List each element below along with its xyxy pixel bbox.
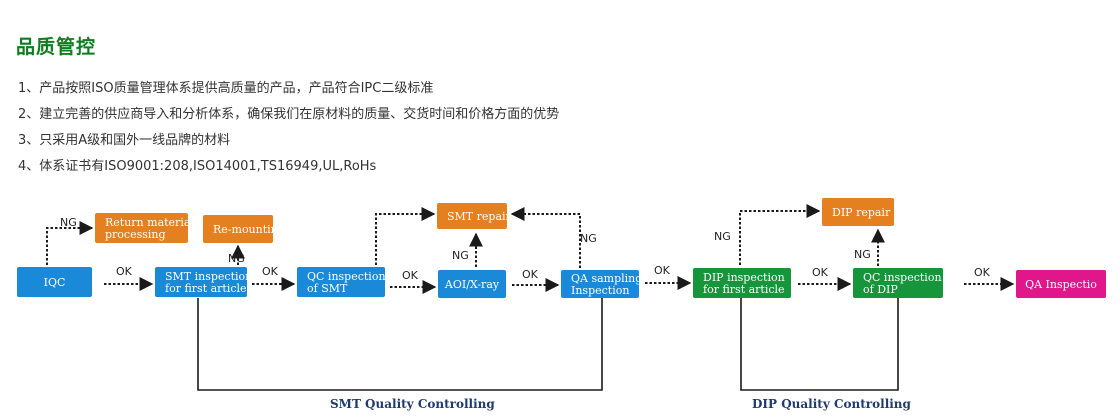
edge-label-smtfirst-qcsmt: OK <box>262 265 279 278</box>
edge-label-aoi-smtrepair: NG <box>452 249 469 262</box>
node-remounting: Re-mounting <box>203 215 285 243</box>
node-label: of SMT <box>307 282 348 295</box>
edge-label-smtfirst-remount: NG <box>228 252 245 265</box>
edge-label-qcdip-diprepair: NG <box>854 248 871 261</box>
list-item: 1、产品按照ISO质量管理体系提供高质量的产品，产品符合IPC二级标准 <box>18 81 434 96</box>
node-box <box>438 270 506 298</box>
section-label-smt: SMT Quality Controlling <box>330 397 495 411</box>
node-smt-repair: SMT repair <box>437 203 512 229</box>
node-aoi: AOI/X-ray <box>438 270 506 298</box>
node-qa-final: QA Inspectio <box>1016 270 1106 298</box>
node-label: DIP repair <box>832 206 891 219</box>
edge-label-qasampling-dipfirst: OK <box>654 264 671 277</box>
node-label: Inspection <box>571 284 629 297</box>
node-box <box>95 213 188 243</box>
node-label: QA Inspectio <box>1025 278 1097 291</box>
edge-qasampling-smtrepair <box>510 207 581 268</box>
node-label: for first article <box>165 282 247 295</box>
node-label: DIP inspection <box>703 271 785 284</box>
node-label: SMT repair <box>447 210 512 223</box>
node-label: of DIP <box>863 283 898 296</box>
node-box <box>693 268 791 298</box>
edge-label-iqc-smtfirst: OK <box>116 265 133 278</box>
node-box <box>155 267 247 297</box>
edge-qcsmt-smtrepair <box>375 207 436 265</box>
node-box <box>17 267 92 297</box>
quality-points-list: 1、产品按照ISO质量管理体系提供高质量的产品，产品符合IPC二级标准 2、建立… <box>18 76 559 180</box>
node-label: QC inspection <box>863 271 942 284</box>
edge-label-dipfirst-qcdip: OK <box>812 266 829 279</box>
node-label: processing <box>105 228 166 241</box>
node-box <box>203 215 273 243</box>
node-box <box>822 198 894 226</box>
dip-feedback-loop <box>740 298 899 391</box>
node-box <box>437 203 507 229</box>
node-box <box>561 270 639 298</box>
node-label: IQC <box>44 276 66 289</box>
list-item: 3、只采用A级和国外一线品牌的材料 <box>18 133 231 148</box>
node-box <box>297 267 385 297</box>
node-label: AOI/X-ray <box>444 278 500 291</box>
smt-feedback-loop <box>197 298 603 391</box>
edge-label-aoi-qasampling: OK <box>522 268 539 281</box>
node-label: Re-mounting <box>213 223 285 236</box>
node-label: QC inspection <box>307 270 386 283</box>
node-dip-repair: DIP repair <box>822 198 894 226</box>
list-item: 4、体系证书有ISO9001:208,ISO14001,TS16949,UL,R… <box>18 159 377 174</box>
node-label: Return material <box>105 216 194 229</box>
node-label: QA sampling <box>571 272 642 285</box>
node-box <box>853 268 943 298</box>
page-title: 品质管控 <box>16 36 97 58</box>
list-item: 2、建立完善的供应商导入和分析体系，确保我们在原材料的质量、交货时间和价格方面的… <box>18 107 560 122</box>
edge-dipfirst-diprepair <box>739 204 821 265</box>
node-label: for first article <box>703 283 785 296</box>
edge-label-qcsmt-aoi: OK <box>402 269 419 282</box>
section-label-dip: DIP Quality Controlling <box>752 397 912 411</box>
edge-iqc-return <box>46 221 94 265</box>
edge-label-dipfirst-diprepair: NG <box>714 230 731 243</box>
node-label: SMT inspection <box>165 270 252 283</box>
edge-label-iqc-return: NG <box>60 216 77 229</box>
edge-label-qasampling-smtrepair: NG <box>580 232 597 245</box>
node-iqc: IQC <box>17 267 92 297</box>
node-box <box>1016 270 1106 298</box>
edge-label-qcdip-qafinal: OK <box>974 266 991 279</box>
